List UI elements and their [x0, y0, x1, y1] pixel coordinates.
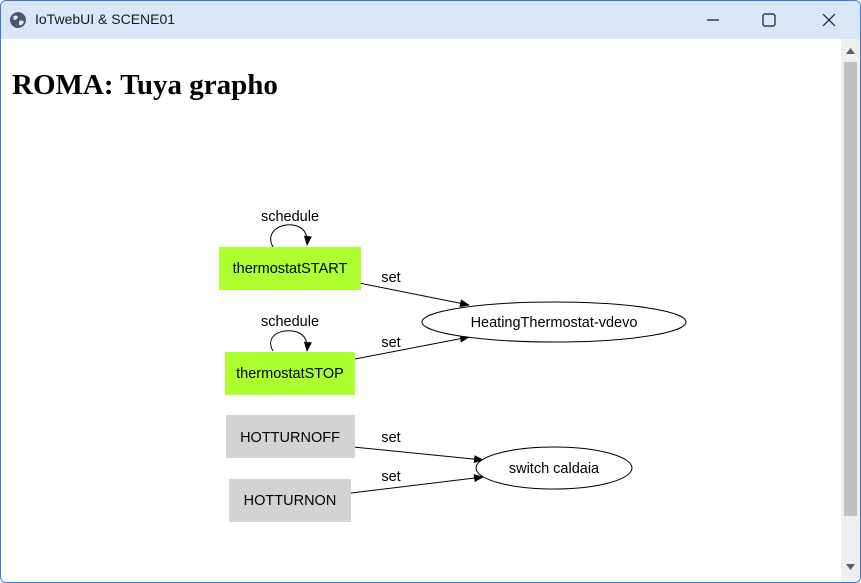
page-title: ROMA: Tuya grapho — [12, 69, 278, 101]
edge-start-schedule-loop — [270, 224, 312, 248]
close-icon — [822, 13, 836, 27]
page-content: ROMA: Tuya grapho schedule schedule set … — [1, 39, 841, 582]
maximize-button[interactable] — [746, 1, 792, 39]
scroll-up-button[interactable] — [841, 42, 860, 60]
node-switch-caldaia[interactable]: switch caldaia — [475, 446, 633, 490]
node-label-hotturnoff: HOTTURNOFF — [240, 430, 340, 446]
chevron-up-icon — [846, 48, 855, 54]
maximize-icon — [762, 13, 776, 27]
node-label-heating-thermostat: HeatingThermostat-vdevo — [471, 315, 638, 331]
edge-off-to-caldaia — [352, 446, 484, 464]
node-label-switch-caldaia: switch caldaia — [509, 461, 600, 477]
edge-stop-schedule-loop — [270, 330, 312, 352]
node-heating-thermostat[interactable]: HeatingThermostat-vdevo — [421, 301, 687, 343]
edge-stop-to-heating — [354, 334, 470, 360]
edge-label-stop-schedule: schedule — [261, 314, 319, 330]
edge-label-start-schedule: schedule — [261, 209, 319, 225]
edge-label-off-set: set — [381, 430, 400, 446]
edge-start-to-heating — [358, 282, 470, 308]
scrollbar-thumb[interactable] — [844, 62, 857, 516]
edge-label-on-set: set — [381, 469, 400, 485]
edge-on-to-caldaia — [350, 474, 484, 494]
edge-label-stop-set: set — [381, 335, 400, 351]
node-hotturnon[interactable]: HOTTURNON — [229, 479, 351, 522]
title-bar[interactable]: IoTwebUI & SCENE01 — [1, 1, 860, 39]
node-label-hotturnon: HOTTURNON — [244, 493, 337, 509]
scene-graph: schedule schedule set set set set thermo… — [219, 209, 687, 522]
edge-label-start-set: set — [381, 270, 400, 286]
scroll-down-button[interactable] — [841, 558, 860, 576]
chevron-down-icon — [846, 564, 855, 570]
close-button[interactable] — [806, 1, 852, 39]
window-title: IoTwebUI & SCENE01 — [35, 11, 176, 27]
globe-icon — [9, 11, 27, 29]
minimize-button[interactable] — [690, 1, 736, 39]
node-thermostat-stop[interactable]: thermostatSTOP — [225, 352, 355, 395]
node-label-thermostat-stop: thermostatSTOP — [236, 366, 344, 382]
node-label-thermostat-start: thermostatSTART — [233, 261, 348, 277]
node-thermostat-start[interactable]: thermostatSTART — [219, 247, 361, 290]
minimize-icon — [707, 19, 719, 21]
node-hotturnoff[interactable]: HOTTURNOFF — [226, 415, 355, 458]
vertical-scrollbar[interactable] — [841, 39, 860, 582]
